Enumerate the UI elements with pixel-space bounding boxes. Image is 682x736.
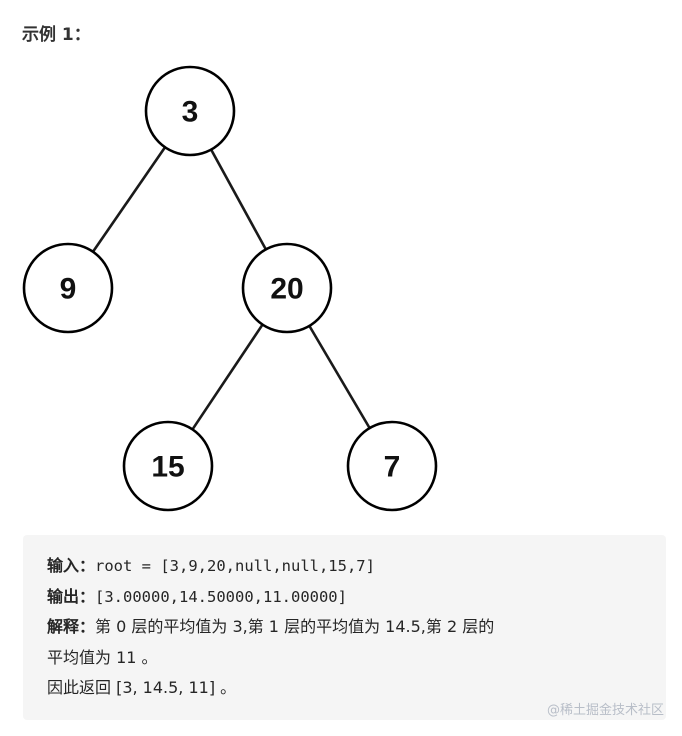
tree-edge-root-left xyxy=(91,146,167,253)
input-label: 输入： xyxy=(47,556,96,575)
example-code-block: 输入：root = [3,9,20,null,null,15,7] 输出：[3.… xyxy=(23,535,666,720)
tree-node-root: 3 xyxy=(144,65,236,157)
tree-node-right: 20 xyxy=(241,242,333,334)
tree-edges xyxy=(91,146,371,431)
tree-node-left: 9 xyxy=(22,242,114,334)
tree-node-right-right: 7 xyxy=(346,420,438,512)
tree-edge-root-right xyxy=(210,148,267,251)
tree-node-label: 3 xyxy=(182,96,199,129)
tree-node-label: 7 xyxy=(384,451,401,484)
binary-tree-diagram: 3 9 20 15 7 xyxy=(22,65,438,512)
tree-node-circle xyxy=(122,420,214,512)
tree-node-circle xyxy=(241,242,333,334)
tree-node-circle xyxy=(346,420,438,512)
result-line: 因此返回 [3, 14.5, 11] 。 xyxy=(47,678,237,697)
tree-node-right-left: 15 xyxy=(122,420,214,512)
tree-node-label: 20 xyxy=(270,273,303,306)
example-heading: 示例 1： xyxy=(22,25,91,45)
watermark: @稀土掘金技术社区 xyxy=(546,703,664,718)
tree-nodes: 3 9 20 15 7 xyxy=(22,65,438,512)
input-value: root = [3,9,20,null,null,15,7] xyxy=(95,557,375,575)
input-line: 输入：root = [3,9,20,null,null,15,7] xyxy=(47,551,666,582)
tree-node-label: 15 xyxy=(151,451,184,484)
tree-node-label: 9 xyxy=(60,273,77,306)
explanation-line-2: 平均值为 11 。 xyxy=(47,647,158,667)
output-label: 输出： xyxy=(47,586,96,606)
tree-node-circle xyxy=(22,242,114,334)
output-value: [3.00000,14.50000,11.00000] xyxy=(95,587,347,606)
tree-edge-right-right-left xyxy=(191,323,264,431)
explanation-text-1: 第 0 层的平均值为 3,第 1 层的平均值为 14.5,第 2 层的 xyxy=(95,617,495,636)
explanation-label: 解释： xyxy=(47,617,96,636)
output-line: 输出：[3.00000,14.50000,11.00000] xyxy=(47,582,666,613)
tree-edge-right-right-right xyxy=(308,325,371,429)
tree-node-circle xyxy=(144,65,236,157)
explanation-line-1: 解释：第 0 层的平均值为 3,第 1 层的平均值为 14.5,第 2 层的 xyxy=(47,612,666,643)
